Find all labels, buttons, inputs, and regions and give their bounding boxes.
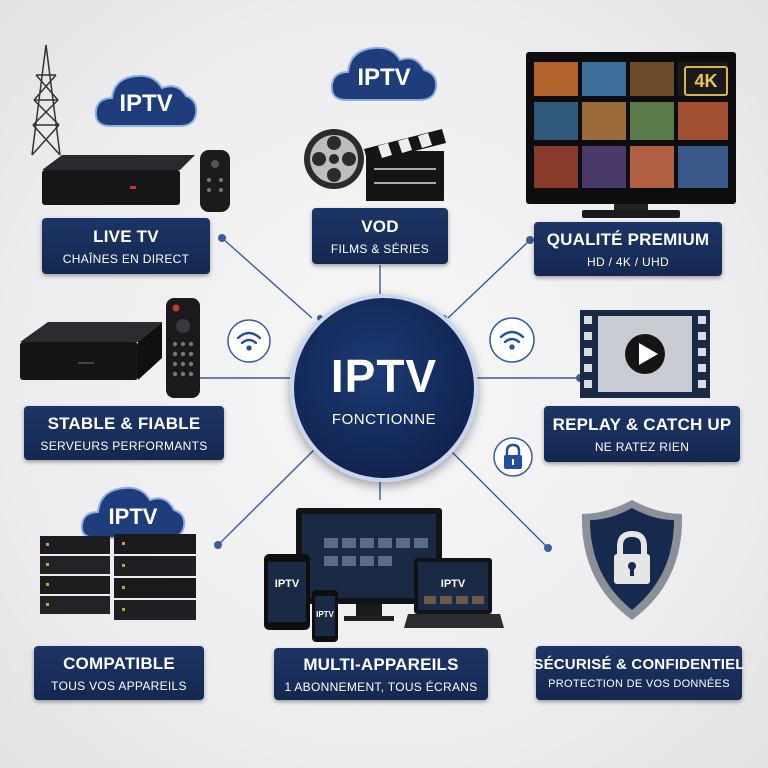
node-dot bbox=[218, 234, 226, 242]
set-top-box-icon bbox=[42, 155, 195, 205]
antenna-tower-icon bbox=[31, 44, 61, 156]
secure-title: SÉCURISÉ & CONFIDENTIEL bbox=[533, 656, 745, 673]
servers-illustration bbox=[40, 534, 196, 620]
quality-label-box: QUALITÉ PREMIUM HD / 4K / UHD bbox=[534, 222, 722, 276]
set-top-box-icon bbox=[20, 322, 162, 380]
live-tv-illustration bbox=[31, 44, 230, 212]
compatible-subtitle: TOUS VOS APPAREILS bbox=[51, 678, 187, 693]
tv-4k-illustration bbox=[526, 52, 736, 218]
cloud-icon: IPTV bbox=[78, 480, 188, 542]
replay-title: REPLAY & CATCH UP bbox=[552, 414, 732, 434]
center-title: IPTV bbox=[330, 349, 438, 402]
play-icon bbox=[625, 334, 665, 374]
replay-illustration bbox=[580, 310, 710, 398]
stable-subtitle: SERVEURS PERFORMANTS bbox=[40, 438, 208, 453]
wifi-icon bbox=[227, 319, 271, 363]
multi-devices-illustration bbox=[264, 508, 504, 642]
vod-label-box: VOD FILMS & SÉRIES bbox=[312, 208, 448, 264]
laptop-label: IPTV bbox=[440, 578, 466, 590]
cloud-label: IPTV bbox=[357, 64, 411, 91]
vod-title: VOD bbox=[361, 216, 399, 236]
replay-label-box: REPLAY & CATCH UP NE RATEZ RIEN bbox=[544, 406, 740, 462]
quality-subtitle: HD / 4K / UHD bbox=[587, 254, 669, 269]
tablet-icon bbox=[264, 554, 310, 630]
quality-title: QUALITÉ PREMIUM bbox=[546, 229, 710, 249]
tv-screen-grid bbox=[534, 62, 728, 188]
live-tv-title: LIVE TV bbox=[93, 226, 159, 246]
center-hub: IPTV FONCTIONNE bbox=[290, 294, 478, 482]
laptop-icon bbox=[404, 558, 504, 628]
shield-icon bbox=[581, 500, 683, 620]
center-subtitle: FONCTIONNE bbox=[331, 410, 437, 428]
badge-4k: 4K bbox=[684, 66, 728, 96]
tablet-label: IPTV bbox=[274, 578, 300, 590]
remote-control-icon bbox=[166, 298, 200, 398]
compatible-label-box: COMPATIBLE TOUS VOS APPAREILS bbox=[34, 646, 204, 700]
cloud-label: IPTV bbox=[119, 90, 173, 117]
live-tv-label-box: LIVE TV CHAÎNES EN DIRECT bbox=[42, 218, 210, 274]
remote-control-icon bbox=[200, 150, 230, 212]
cloud-label: IPTV bbox=[108, 504, 158, 529]
cloud-icon: IPTV bbox=[92, 66, 200, 130]
stable-illustration bbox=[20, 298, 200, 398]
stable-label-box: STABLE & FIABLE SERVEURS PERFORMANTS bbox=[24, 406, 224, 460]
live-tv-subtitle: CHAÎNES EN DIRECT bbox=[62, 251, 190, 266]
film-reel-icon bbox=[304, 129, 364, 189]
node-dot bbox=[526, 236, 534, 244]
node-dot bbox=[214, 541, 222, 549]
padlock-icon bbox=[614, 530, 650, 584]
vod-illustration bbox=[304, 129, 446, 201]
wifi-icon bbox=[489, 317, 535, 363]
phone-label: IPTV bbox=[316, 610, 334, 619]
vod-subtitle: FILMS & SÉRIES bbox=[330, 241, 430, 256]
monitor-icon bbox=[296, 508, 442, 621]
compatible-title: COMPATIBLE bbox=[63, 653, 175, 673]
cloud-icon: IPTV bbox=[328, 38, 440, 104]
phone-icon bbox=[312, 590, 338, 642]
replay-subtitle: NE RATEZ RIEN bbox=[594, 439, 690, 454]
multi-subtitle: 1 ABONNEMENT, TOUS ÉCRANS bbox=[284, 679, 478, 694]
secure-subtitle: PROTECTION DE VOS DONNÉES bbox=[548, 678, 730, 690]
lock-icon bbox=[493, 437, 533, 477]
server-rack-icon bbox=[40, 534, 196, 620]
multi-label-box: MULTI-APPAREILS 1 ABONNEMENT, TOUS ÉCRAN… bbox=[274, 648, 488, 700]
secure-label-box: SÉCURISÉ & CONFIDENTIEL PROTECTION DE VO… bbox=[533, 646, 745, 700]
node-dot bbox=[544, 544, 552, 552]
stable-title: STABLE & FIABLE bbox=[47, 413, 201, 433]
clapperboard-icon bbox=[364, 129, 446, 201]
multi-title: MULTI-APPAREILS bbox=[303, 654, 459, 674]
